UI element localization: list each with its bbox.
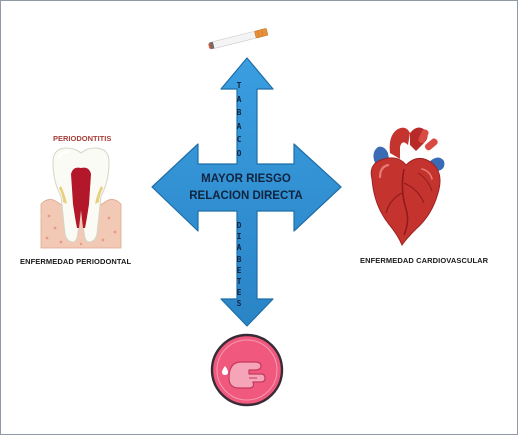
cardiovascular-caption: ENFERMEDAD CARDIOVASCULAR <box>360 256 489 265</box>
glucose-finger-prick-icon <box>210 333 284 407</box>
diabetes-vertical-label: D I A B E T E S <box>236 221 242 309</box>
tooth-icon <box>40 147 122 249</box>
center-label-line1: MAYOR RIESGO <box>201 173 291 185</box>
heart-icon <box>370 127 445 247</box>
center-label-line2: RELACION DIRECTA <box>189 190 303 202</box>
tabaco-vertical-label: T A B A C O <box>236 81 242 158</box>
cross-arrow-shape <box>151 57 342 327</box>
periodontal-caption: ENFERMEDAD PERIODONTAL <box>20 257 132 266</box>
periodontitis-label: PERIODONTITIS <box>53 134 112 143</box>
cigarette-icon <box>208 28 268 50</box>
